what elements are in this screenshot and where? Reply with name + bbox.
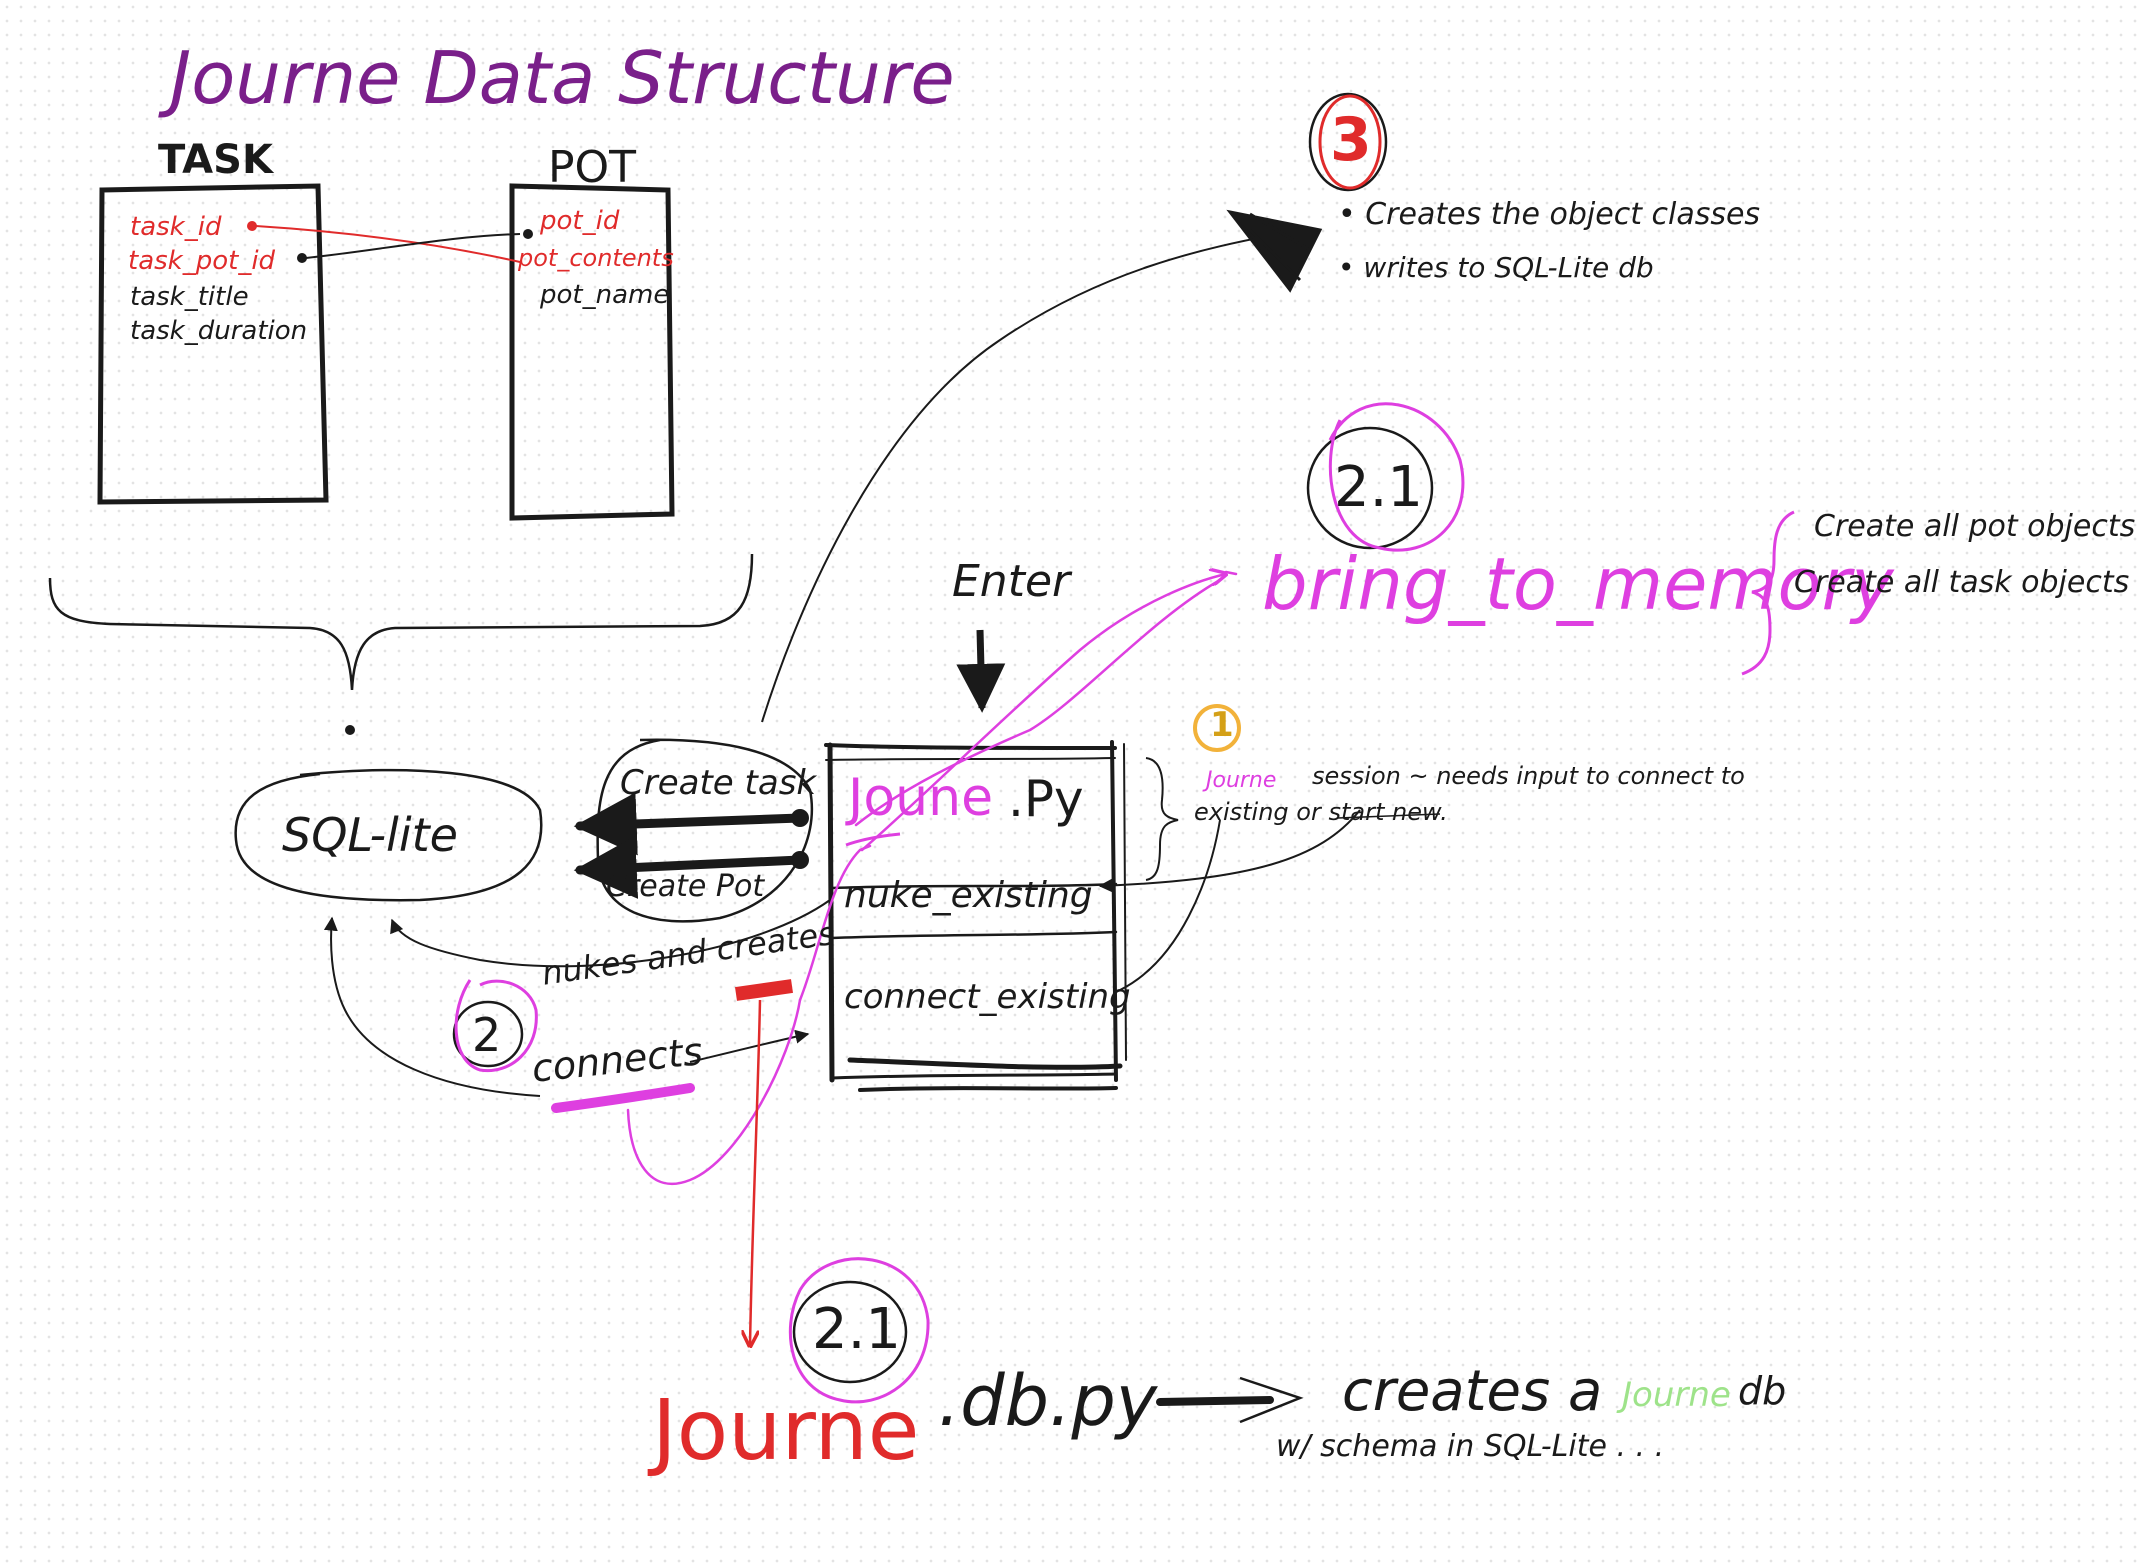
task-field-task-id: task_id bbox=[130, 212, 222, 242]
journe-green: Journe bbox=[1622, 1375, 1731, 1415]
arrow-to-nuke bbox=[1098, 809, 1361, 893]
relation-lines bbox=[247, 221, 533, 263]
red-arrow-down bbox=[750, 999, 762, 1346]
module-box bbox=[824, 740, 1127, 1092]
arrow-to-object-classes bbox=[761, 227, 1292, 723]
brace-point bbox=[345, 725, 355, 735]
create-task-label: Create task bbox=[620, 763, 817, 803]
pot-field-pot-id: pot_id bbox=[540, 206, 620, 236]
sqlite-label: SQL-lite bbox=[282, 808, 458, 862]
step1-text: session ~ needs input to connect to bbox=[1312, 762, 1745, 790]
pot-table-header: POT bbox=[548, 142, 637, 193]
red-mark bbox=[735, 979, 793, 1001]
create-pot-label: Create Pot bbox=[606, 869, 765, 904]
creates-arrowhead bbox=[1239, 1376, 1304, 1424]
task-table-box bbox=[97, 183, 329, 505]
nuke-existing-label: nuke_existing bbox=[844, 875, 1093, 916]
task-field-task-pot-id: task_pot_id bbox=[128, 246, 276, 276]
module-ext: .Py bbox=[1008, 770, 1084, 828]
enter-arrow bbox=[956, 629, 1006, 713]
diagram-title: Journe Data Structure bbox=[170, 36, 955, 120]
creates-label: creates a bbox=[1342, 1359, 1603, 1424]
task-field-task-title: task_title bbox=[130, 282, 249, 312]
task-table-header: TASK bbox=[158, 137, 273, 183]
step3-badge: 3 bbox=[1330, 105, 1372, 175]
journe-db-ext: .db.py bbox=[938, 1360, 1158, 1442]
connects-underline bbox=[551, 1083, 695, 1113]
connects-arrow bbox=[689, 1029, 810, 1063]
module-brace bbox=[1145, 757, 1179, 881]
memory-brace bbox=[1741, 510, 1795, 676]
step3-bullet-1-text: Creates the object classes bbox=[1365, 197, 1761, 232]
memory-note-pot: Create all pot objects bbox=[1814, 509, 2136, 544]
magenta-strokes bbox=[626, 572, 1238, 1186]
schema-label: w/ schema in SQL-Lite . . . bbox=[1276, 1429, 1665, 1464]
start-new-underline bbox=[1337, 813, 1441, 819]
pot-table-box bbox=[509, 183, 675, 521]
step21-bottom-badge: 2.1 bbox=[812, 1297, 902, 1362]
step1-badge: 1 bbox=[1210, 705, 1234, 745]
task-field-task-duration: task_duration bbox=[130, 316, 308, 346]
arrow-to-connect bbox=[1119, 819, 1221, 991]
creates-arrow bbox=[1156, 1396, 1274, 1406]
nukes-curve bbox=[390, 899, 831, 968]
step3-bullet-1: • Creates the object classes bbox=[1338, 197, 1761, 232]
journe-db-colored: Journe bbox=[652, 1381, 920, 1479]
step2-badge: 2 bbox=[472, 1008, 502, 1062]
pot-field-pot-contents: pot_contents bbox=[518, 244, 674, 272]
step1-text2: existing or start new. bbox=[1194, 798, 1448, 826]
connects-curve bbox=[323, 916, 541, 1097]
bring-to-memory-label: bring_to_memory bbox=[1262, 542, 1894, 626]
db-label: db bbox=[1738, 1369, 1787, 1413]
enter-label: Enter bbox=[952, 556, 1071, 607]
journe-underline bbox=[845, 832, 901, 847]
badge-circles bbox=[452, 92, 1465, 1404]
step1-highlight: Journe bbox=[1206, 768, 1277, 793]
create-arrows bbox=[573, 792, 809, 899]
step3-bullet-2-text: writes to SQL-Lite db bbox=[1363, 251, 1654, 284]
tables-brace bbox=[48, 553, 754, 691]
module-name: Joune bbox=[848, 768, 994, 828]
sqlite-node bbox=[234, 768, 543, 902]
pot-field-pot-name: pot_name bbox=[540, 280, 670, 310]
step3-bullet-2: • writes to SQL-Lite db bbox=[1338, 251, 1654, 284]
memory-note-task: Create all task objects bbox=[1794, 565, 2130, 600]
connect-existing-label: connect_existing bbox=[844, 977, 1131, 1017]
scribble-arrowhead bbox=[1226, 209, 1323, 293]
step21-top-badge: 2.1 bbox=[1334, 455, 1424, 520]
